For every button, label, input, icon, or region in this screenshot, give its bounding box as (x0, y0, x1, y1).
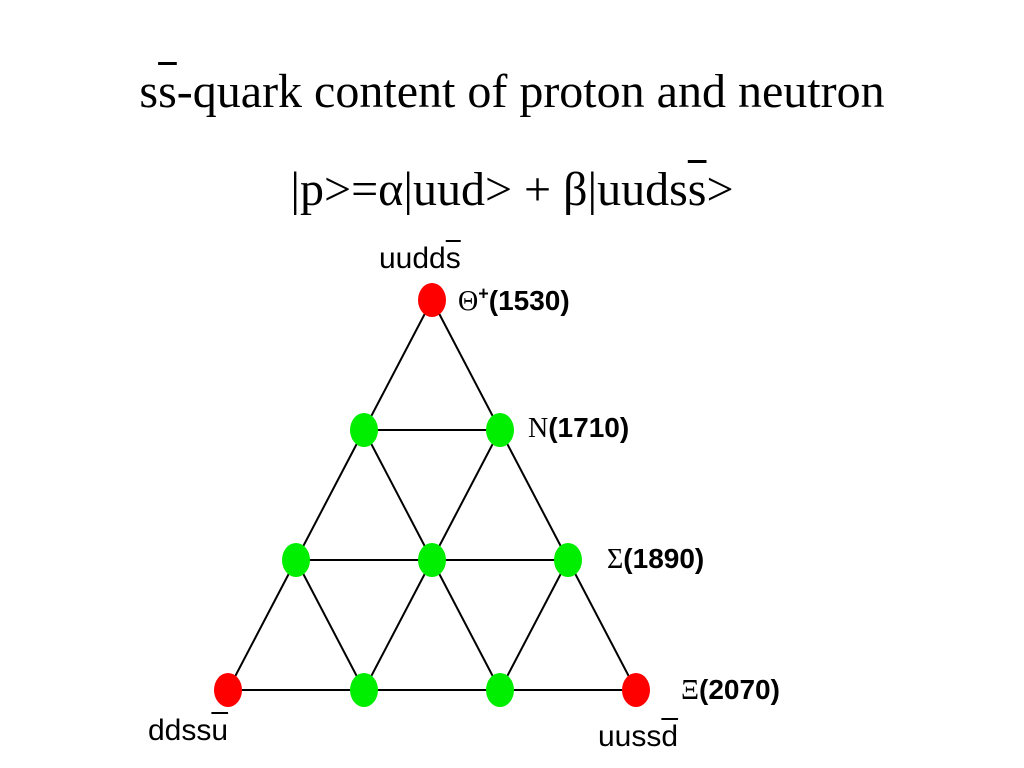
theta-symbol: Θ (458, 286, 479, 317)
title-text-pre: s (139, 65, 159, 118)
top-vertex-label-base: uudd (379, 242, 446, 275)
edge-diagonal-left (363, 299, 433, 431)
diagram-nodes (214, 283, 650, 707)
nucleon-mass: (1710) (548, 412, 630, 443)
title-text-post: -quark content of proton and neutron (176, 65, 885, 118)
exotic-state-node (418, 283, 446, 317)
equation-beta: β (563, 163, 588, 216)
theta-charge: + (478, 283, 489, 304)
non-exotic-state-node (350, 413, 378, 447)
sigma-symbol: Σ (607, 544, 624, 575)
sigma-mass: (1890) (623, 543, 705, 574)
non-exotic-state-node (486, 413, 514, 447)
bottom-left-vertex-label-overlined: u (211, 714, 229, 747)
edge-diagonal-left (499, 559, 569, 691)
bottom-left-vertex-label: ddssu (148, 716, 228, 746)
equation-overlined-s: s (687, 163, 707, 216)
equation-alpha: α (378, 163, 404, 216)
proton-state-equation: |p>=α|uud> + β|uudss> (0, 166, 1024, 214)
non-exotic-state-node (350, 673, 378, 707)
title-overlined-s: s (158, 65, 177, 118)
equation-part-1: |p>= (290, 163, 379, 216)
top-vertex-label: uudds (379, 244, 461, 274)
xi-label: Ξ(2070) (681, 676, 780, 705)
xi-mass: (2070) (699, 674, 780, 705)
non-exotic-state-node (554, 543, 582, 577)
exotic-state-node (214, 673, 242, 707)
nucleon-symbol: N (528, 413, 549, 444)
slide-title: ss-quark content of proton and neutron (0, 68, 1024, 116)
bottom-left-vertex-label-base: ddss (148, 714, 212, 747)
bottom-right-vertex-label-base: uuss (598, 720, 662, 753)
xi-symbol: Ξ (681, 675, 700, 706)
edge-diagonal-left (431, 429, 501, 561)
theta-mass: (1530) (488, 285, 570, 316)
edge-diagonal-right (295, 559, 365, 691)
bottom-right-vertex-label-overlined: d (661, 720, 679, 753)
edge-diagonal-left (227, 559, 297, 691)
equation-part-4: > (706, 163, 734, 216)
non-exotic-state-node (486, 673, 514, 707)
theta-label: Θ+(1530) (458, 283, 570, 317)
top-vertex-label-overlined: s (445, 242, 461, 275)
sigma-label: Σ(1890) (607, 545, 704, 574)
exotic-state-node (622, 673, 650, 707)
edge-diagonal-right (567, 559, 637, 691)
edge-diagonal-left (295, 429, 365, 561)
equation-part-2: |uud> + (403, 163, 564, 216)
edge-diagonal-right (499, 429, 569, 561)
edge-diagonal-right (431, 299, 501, 431)
nucleon-label: N(1710) (528, 414, 629, 443)
bottom-right-vertex-label: uussd (598, 722, 678, 752)
edge-diagonal-right (431, 559, 501, 691)
diagram-edges (227, 299, 637, 691)
edge-diagonal-right (363, 429, 433, 561)
non-exotic-state-node (418, 543, 446, 577)
equation-part-3: |uuds (587, 163, 688, 216)
edge-diagonal-left (363, 559, 433, 691)
non-exotic-state-node (282, 543, 310, 577)
